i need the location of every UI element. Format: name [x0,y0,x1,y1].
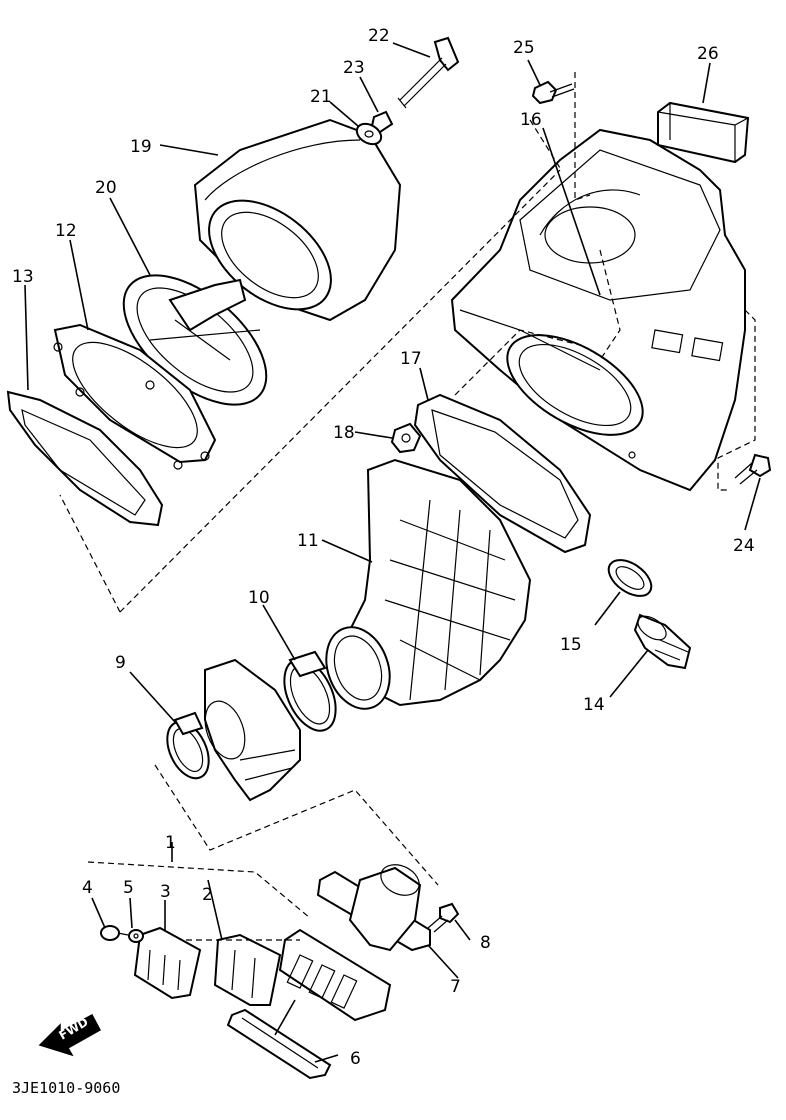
spring-15 [607,559,653,597]
bolt-8 [427,902,460,933]
stopper-3 [133,926,202,1000]
callout-9: 9 [115,653,126,673]
callout-3: 3 [160,882,171,902]
callout-26: 26 [697,44,719,64]
washer-21 [355,122,383,146]
callout-22: 22 [368,26,390,46]
screw-4 [100,925,129,941]
callout-4: 4 [82,878,93,898]
air-filter-element [193,118,402,322]
gasket-6 [226,1008,332,1080]
callout-labels: 1 2 3 4 5 6 7 8 9 10 11 12 13 14 15 16 1… [12,26,755,1069]
joint-17 [413,393,592,554]
plate-12 [53,323,217,470]
callout-19: 19 [130,137,152,157]
callout-1: 1 [165,833,176,853]
callout-2: 2 [202,885,213,905]
bolt-22 [397,36,460,109]
callout-12: 12 [55,221,77,241]
callout-13: 13 [12,267,34,287]
callout-8: 8 [480,933,491,953]
callout-10: 10 [248,588,270,608]
callout-7: 7 [450,977,461,997]
reed-2 [213,933,282,1006]
pad-26 [657,101,750,164]
bolt-24 [734,453,772,485]
clamp-9 [166,711,210,780]
callout-5: 5 [123,878,134,898]
callout-18: 18 [333,423,355,443]
callout-16: 16 [520,110,542,130]
clamp-10 [283,650,337,732]
callout-21: 21 [310,87,332,107]
callout-11: 11 [297,531,319,551]
air-duct-11 [325,458,532,710]
forward-arrow-icon: FWD [38,1013,102,1057]
callout-24: 24 [733,536,755,556]
manifold-7 [316,864,431,952]
reed-valve-assembly [278,928,392,1022]
callout-17: 17 [400,349,422,369]
callout-14: 14 [583,695,605,715]
callout-20: 20 [95,178,117,198]
nut-18 [390,422,422,454]
grouping-lines [59,72,756,941]
cap-14 [633,613,692,670]
bolt-25 [531,80,575,105]
callout-15: 15 [560,635,582,655]
carburetor [204,658,301,802]
washer-5 [128,929,144,943]
callout-6: 6 [350,1049,361,1069]
gasket-13 [6,390,164,527]
callout-23: 23 [343,58,365,78]
callout-25: 25 [513,38,535,58]
leader-lines [24,42,761,1063]
diagram-code: 3JE1010-9060 [12,1079,120,1097]
